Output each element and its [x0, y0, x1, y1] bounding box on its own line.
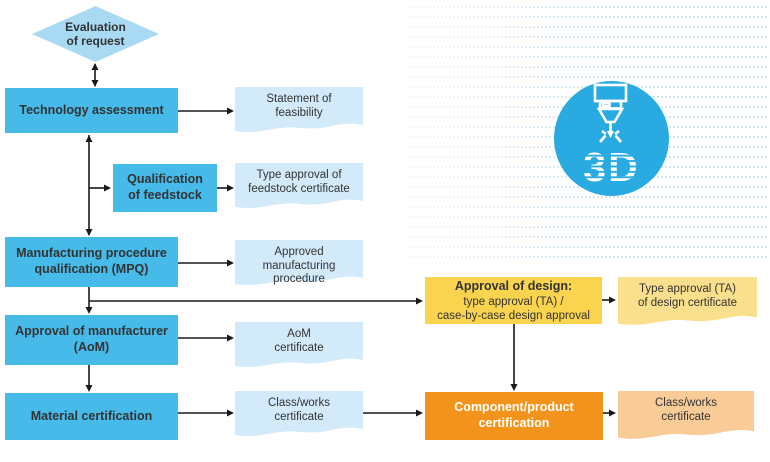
- process-technology-assessment: Technology assessment: [5, 88, 178, 133]
- document-shape: [235, 163, 363, 208]
- process-approval-of-manufacturer: Approval of manufacturer (AoM): [5, 315, 178, 365]
- decision-label-line2: of request: [66, 34, 125, 48]
- doc-label-line2: certificate: [274, 341, 324, 354]
- process-label-line2: qualification (MPQ): [34, 262, 149, 276]
- doc-approved-manufacturing-procedure: Approved manufacturing procedure: [235, 240, 363, 288]
- doc-label-line1: Approved manufacturing: [262, 246, 336, 272]
- doc-label-line1: Statement of: [266, 93, 332, 105]
- document-shape: [618, 277, 757, 325]
- doc-label-line1: Type approval of: [256, 169, 342, 181]
- arrow-design-component: [510, 324, 518, 391]
- process-label-line1: Component/product: [454, 400, 574, 415]
- icon-circle: 3D: [554, 81, 669, 196]
- design-title: Approval of design:: [454, 279, 573, 294]
- process-label-line2: (AoM): [73, 340, 110, 354]
- process-label-line2: of feedstock: [128, 188, 202, 202]
- arrow-aom-material: [85, 365, 93, 392]
- doc-label-line2: of design certificate: [637, 296, 738, 309]
- process-label-line2: certification: [478, 416, 550, 430]
- arrow-evaluation-technology: [91, 63, 99, 87]
- doc-label-line1: Type approval (TA): [639, 283, 736, 295]
- process-approval-of-design: Approval of design: type approval (TA) /…: [425, 277, 602, 324]
- arrow-mpq-design: [89, 297, 423, 305]
- document-shape: [618, 391, 754, 439]
- laser-arrow-tip: [607, 131, 614, 138]
- doc-label-line2: certificate: [274, 410, 324, 423]
- process-qualification-of-feedstock: Qualification of feedstock: [113, 164, 217, 212]
- arrow-technology-mpq: [85, 135, 93, 236]
- doc-label-line1: Class/works: [268, 397, 330, 409]
- design-label-line2: case-by-case design approval: [437, 309, 590, 322]
- document-shape: [235, 391, 363, 436]
- process-label: Material certification: [30, 408, 153, 423]
- doc-aom-certificate: AoM certificate: [235, 322, 363, 370]
- doc-feedstock-certificate: Type approval of feedstock certificate: [235, 163, 363, 211]
- doc-class-works-certificate-material: Class/works certificate: [235, 391, 363, 439]
- document-shape: [235, 240, 363, 285]
- process-mpq: Manufacturing procedure qualification (M…: [5, 237, 178, 287]
- process-label: Technology assessment: [19, 102, 164, 117]
- doc-label-line2: feasibility: [275, 106, 323, 119]
- process-component-product-certification: Component/product certification: [425, 392, 603, 440]
- decision-label-line1: Evaluation: [65, 19, 126, 34]
- doc-label-line2: certificate: [661, 410, 711, 423]
- 3d-printing-icon: 3D: [583, 83, 639, 190]
- process-material-certification: Material certification: [5, 393, 178, 440]
- doc-label-line2: procedure: [273, 273, 325, 286]
- doc-type-approval-design-certificate: Type approval (TA) of design certificate: [618, 277, 757, 328]
- doc-class-works-certificate-component: Class/works certificate: [618, 391, 754, 442]
- process-label-line1: Qualification: [127, 172, 203, 187]
- arrow-mpq-procedure: [178, 259, 234, 267]
- arrow-technology-feasibility: [178, 107, 234, 115]
- arrow-material-certificate: [178, 409, 234, 417]
- arrow-mpq-aom: [85, 287, 93, 314]
- arrow-certificate-component: [363, 409, 423, 417]
- printer-head-icon: [593, 83, 628, 143]
- doc-label-line2: feedstock certificate: [248, 182, 350, 195]
- arrow-design-certificate: [602, 296, 616, 304]
- arrow-branch-feedstock: [89, 184, 111, 192]
- document-shape: [235, 322, 363, 367]
- process-label-line1: Manufacturing procedure: [16, 246, 167, 261]
- process-label-line1: Approval of manufacturer: [15, 324, 168, 339]
- arrow-aom-certificate: [178, 334, 234, 342]
- 3d-layered-text: 3D: [583, 144, 639, 190]
- arrow-component-certificate: [603, 409, 616, 417]
- document-shape: [235, 87, 363, 132]
- doc-label-line1: Class/works: [655, 397, 717, 409]
- doc-statement-of-feasibility: Statement of feasibility: [235, 87, 363, 135]
- arrow-feedstock-certificate: [217, 184, 234, 192]
- doc-label-line1: AoM: [287, 328, 311, 340]
- design-label-line1: type approval (TA) /: [463, 295, 564, 308]
